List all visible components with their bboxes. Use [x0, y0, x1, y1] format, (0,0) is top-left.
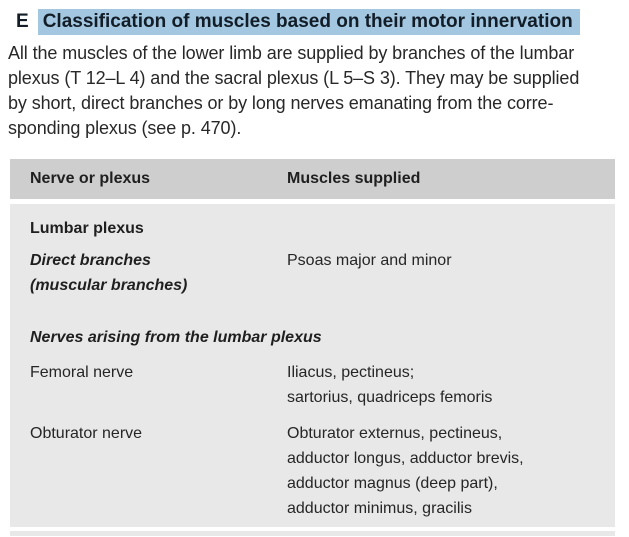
table-subsection-heading-row: Nerves arising from the lumbar plexus — [10, 325, 615, 350]
table-row-group-heading: Lumbar plexus — [10, 216, 615, 241]
group-heading-lumbar-plexus: Lumbar plexus — [30, 220, 144, 237]
section-letter: E — [16, 11, 29, 32]
intro-line: plexus (T 12–L 4) and the sacral plexus … — [8, 68, 580, 88]
nerve-cell-obturator: Obturator nerve — [30, 425, 143, 442]
intro-paragraph: All the muscles of the lower limb are su… — [8, 41, 621, 141]
table-body: Lumbar plexus Direct branches (muscular … — [10, 204, 615, 527]
muscles-cell-obturator: Obturator externus, pectineus, adductor … — [287, 425, 524, 517]
intro-line: All the muscles of the lower limb are su… — [8, 43, 575, 63]
intro-line: sponding plexus (see p. 470). — [8, 118, 242, 138]
muscles-cell-psoas: Psoas major and minor — [287, 252, 452, 269]
column-header-muscles-supplied: Muscles supplied — [287, 170, 421, 187]
table-row: Direct branches (muscular branches) Psoa… — [10, 248, 615, 298]
table-row: Obturator nerve Obturator externus, pect… — [10, 421, 615, 521]
table-row: Femoral nerve Iliacus, pectineus; sartor… — [10, 360, 615, 410]
table-header-row: Nerve or plexus Muscles supplied — [10, 159, 615, 199]
intro-line: by short, direct branches or by long ner… — [8, 93, 554, 113]
column-header-nerve-or-plexus: Nerve or plexus — [30, 170, 151, 187]
innervation-table: Nerve or plexus Muscles supplied Lumbar … — [10, 159, 615, 536]
section-heading: E Classification of muscles based on thei… — [16, 9, 615, 35]
page-title: Classification of muscles based on their… — [37, 9, 580, 35]
nerve-cell-femoral: Femoral nerve — [30, 364, 134, 381]
next-table-row-strip — [10, 531, 615, 536]
nerve-cell-direct-branches: Direct branches (muscular branches) — [30, 252, 188, 294]
muscles-cell-femoral: Iliacus, pectineus; sartorius, quadricep… — [287, 364, 493, 406]
empty-cell — [287, 216, 615, 241]
subsection-heading-nerves-lumbar-plexus: Nerves arising from the lumbar plexus — [30, 329, 322, 346]
